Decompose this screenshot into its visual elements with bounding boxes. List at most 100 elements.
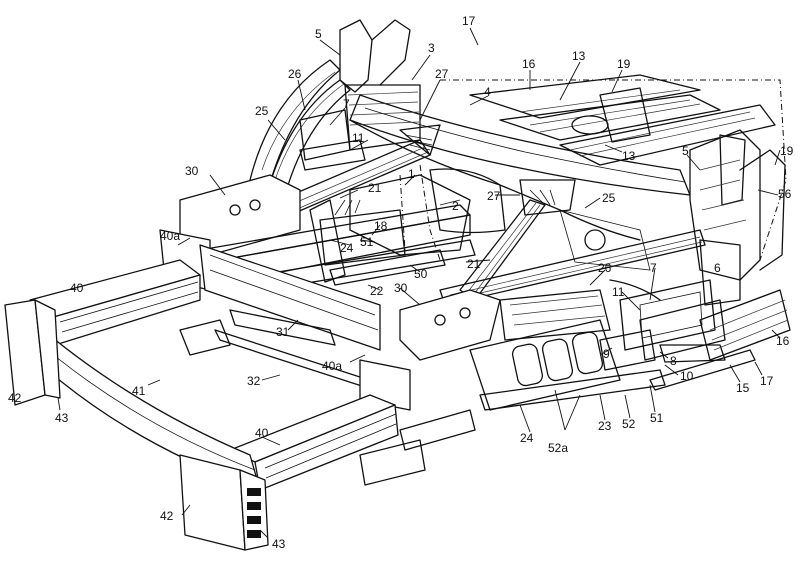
ref-label: 24 [520, 431, 534, 445]
ref-label: 43 [272, 537, 286, 551]
ref-label: 9 [603, 347, 610, 361]
ref-label: 24 [340, 241, 354, 255]
ref-label: 13 [622, 149, 636, 163]
ref-label: 17 [760, 374, 774, 388]
gusset-left [399, 124, 441, 156]
right-side-lower [439, 229, 791, 391]
ref-label: 51 [360, 235, 374, 249]
ref-label: 32 [247, 374, 261, 388]
ref-label: 56 [778, 187, 792, 201]
panel-52a-slot-1 [511, 343, 544, 387]
ref-label: 42 [8, 391, 22, 405]
ref-label: 31 [276, 325, 290, 339]
rear-frame-structure [440, 74, 787, 281]
phantom-body-outline [440, 79, 787, 261]
ref-label: 7 [343, 97, 350, 111]
apron-arch-inner [267, 79, 351, 196]
gusset-right-ribs [529, 189, 556, 206]
strut-tower-left-top [339, 19, 373, 93]
ref-label: 4 [484, 85, 491, 99]
suspension-mount-right [399, 289, 501, 361]
ref-label: 6 [714, 261, 721, 275]
apron-arch-outer [249, 59, 341, 191]
front-subframe [159, 229, 411, 411]
apron-arch-hatching [261, 71, 345, 181]
ref-label: 7 [650, 261, 657, 275]
leader-lines [57, 27, 781, 539]
front-rail-right-lines [264, 413, 397, 479]
vertical-member-24 [309, 199, 346, 283]
mount-bolt-2 [249, 199, 261, 211]
ref-label: 26 [288, 67, 302, 81]
brace-lower-right-hatch [466, 202, 541, 298]
ref-label: 22 [370, 284, 384, 298]
lower-crossmember [319, 209, 406, 266]
ref-label: 30 [394, 281, 408, 295]
panel-22 [499, 289, 611, 341]
floor-panel [349, 174, 471, 256]
ref-label: 23 [598, 419, 612, 433]
ref-label: 42 [160, 509, 174, 523]
rear-mount-ring [571, 115, 609, 135]
ref-label: 18 [374, 219, 388, 233]
strut-tower-right [689, 129, 761, 281]
dash-panel-recess [429, 168, 506, 234]
ref-label: 13 [572, 49, 586, 63]
ref-label: 21 [368, 181, 382, 195]
ref-label: 5 [315, 27, 322, 41]
bumper-cell-2 [247, 502, 261, 510]
center-floor [309, 174, 471, 283]
ref-label: 27 [435, 67, 449, 81]
ref-label: 52 [622, 417, 636, 431]
ref-label: 26 [598, 261, 612, 275]
rail-hatching [519, 89, 756, 157]
upper-frame-left [249, 59, 366, 196]
front-crossmember-lines [209, 254, 379, 331]
ref-label: 16 [776, 334, 790, 348]
rear-pillar [739, 149, 786, 271]
lower-crossmember-ribs [334, 199, 361, 216]
brace-upper-left-hatch [289, 146, 429, 211]
ref-label: 27 [487, 189, 501, 203]
front-crossmember [199, 244, 381, 351]
ref-label: 50 [414, 267, 428, 281]
ref-label: 30 [185, 164, 199, 178]
panel-52a-slot-3 [571, 331, 604, 375]
dash-hole [584, 229, 606, 251]
panel-52a-slot-2 [541, 338, 574, 382]
ref-label: 43 [55, 411, 69, 425]
member-10 [659, 344, 726, 363]
cowl-arch [349, 94, 691, 196]
ref-label: 52a [548, 441, 568, 455]
bracket-upper-left [299, 109, 351, 161]
box-member-7 [619, 279, 716, 351]
rail-50 [329, 249, 446, 286]
front-pad-left [179, 319, 231, 356]
right-upper-hatch [449, 236, 703, 301]
lower-block-right [359, 439, 426, 486]
sill-16 [699, 289, 791, 361]
ref-label: 40a [160, 229, 180, 243]
ref-label: 40 [70, 281, 84, 295]
ref-label: 8 [670, 354, 677, 368]
tower-hatching [699, 159, 747, 231]
ref-label: 10 [680, 369, 694, 383]
bumper-end-right [179, 454, 246, 551]
ref-label: 1 [408, 167, 415, 181]
dash-panel-phantom [419, 164, 441, 261]
ref-label: 19 [617, 57, 631, 71]
strut-tower-right-face [719, 134, 746, 206]
lower-pad-right [399, 409, 476, 451]
rear-rail-lower [559, 104, 776, 166]
strut-tower-left-side [371, 19, 411, 86]
panel-22-hatch [509, 295, 606, 326]
front-bumper-assembly [4, 259, 399, 551]
tower-left-hatching [347, 91, 420, 126]
ref-label: 2 [452, 199, 459, 213]
ref-label: 21 [467, 257, 481, 271]
lower-link-31 [229, 309, 336, 346]
rear-crossmember [599, 87, 651, 143]
mount-bolt-3 [434, 314, 446, 326]
ref-label: 16 [522, 57, 536, 71]
